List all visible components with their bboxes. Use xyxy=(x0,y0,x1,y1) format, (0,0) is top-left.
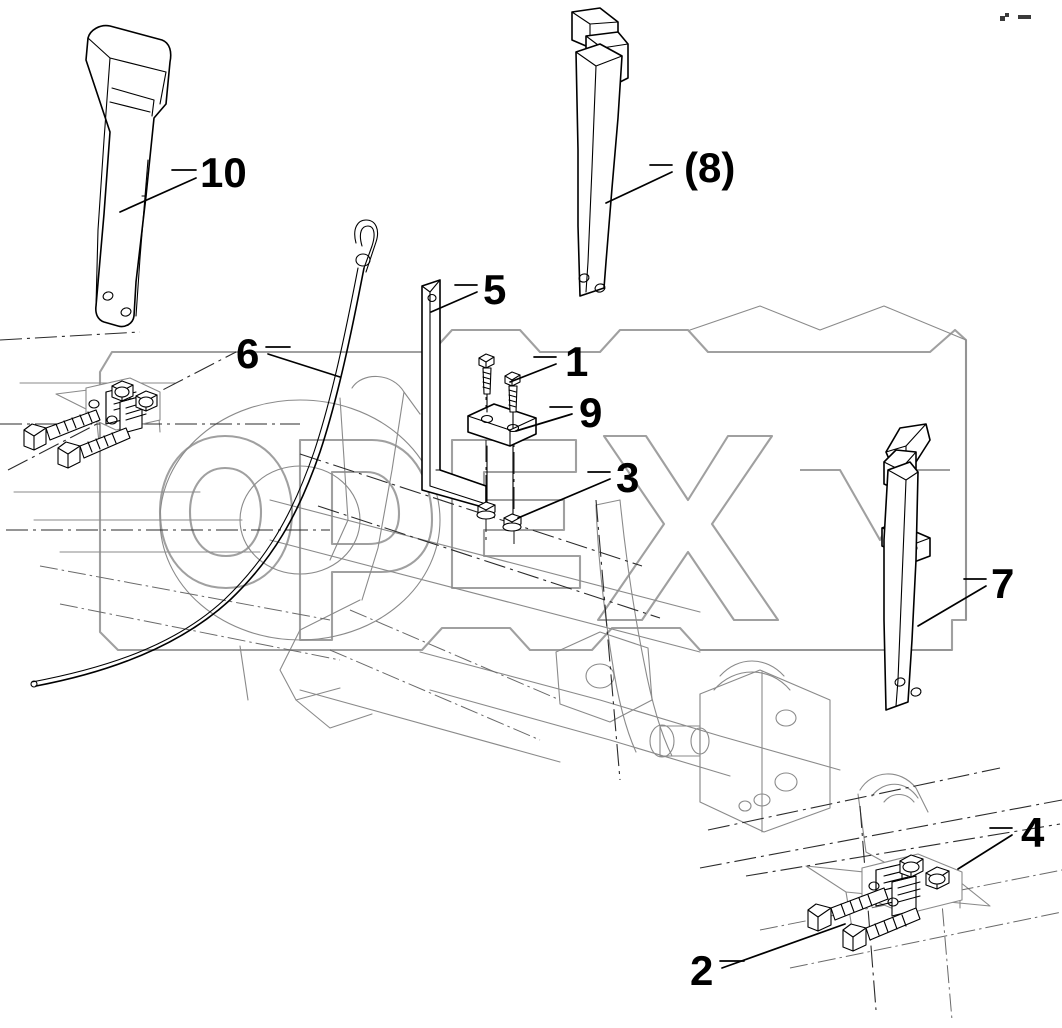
callout-label-10: 10 xyxy=(200,149,247,196)
callout-label-2: 2 xyxy=(690,947,714,994)
part-9-mounting-plate xyxy=(467,403,537,447)
callout-label-8: (8) xyxy=(684,144,736,191)
left-fastener-cluster xyxy=(23,377,161,469)
callout-leader-lines xyxy=(119,164,1013,969)
callout-label-5: 5 xyxy=(483,266,507,313)
part-8-vertical-bracket xyxy=(571,7,629,297)
centerlines xyxy=(0,331,1062,1021)
part-10-flat-bracket xyxy=(85,24,172,328)
right-fastener-cluster xyxy=(807,853,963,952)
part-3-flange-nuts xyxy=(476,445,522,532)
machine-phantom-outline xyxy=(13,305,991,929)
part-6-cable xyxy=(30,219,379,688)
watermark-opex xyxy=(98,328,968,652)
part-7-bracket xyxy=(881,423,931,711)
callout-label-7: 7 xyxy=(991,560,1015,607)
callout-label-3: 3 xyxy=(616,454,640,501)
callout-label-1: 1 xyxy=(565,338,589,385)
callout-label-6: 6 xyxy=(236,330,260,377)
part-1-hex-bolts xyxy=(478,353,521,429)
callout-label-4: 4 xyxy=(1021,809,1045,856)
corner-artifact xyxy=(1000,13,1031,21)
part-5-angle-bracket xyxy=(421,279,487,509)
callout-label-9: 9 xyxy=(579,389,603,436)
